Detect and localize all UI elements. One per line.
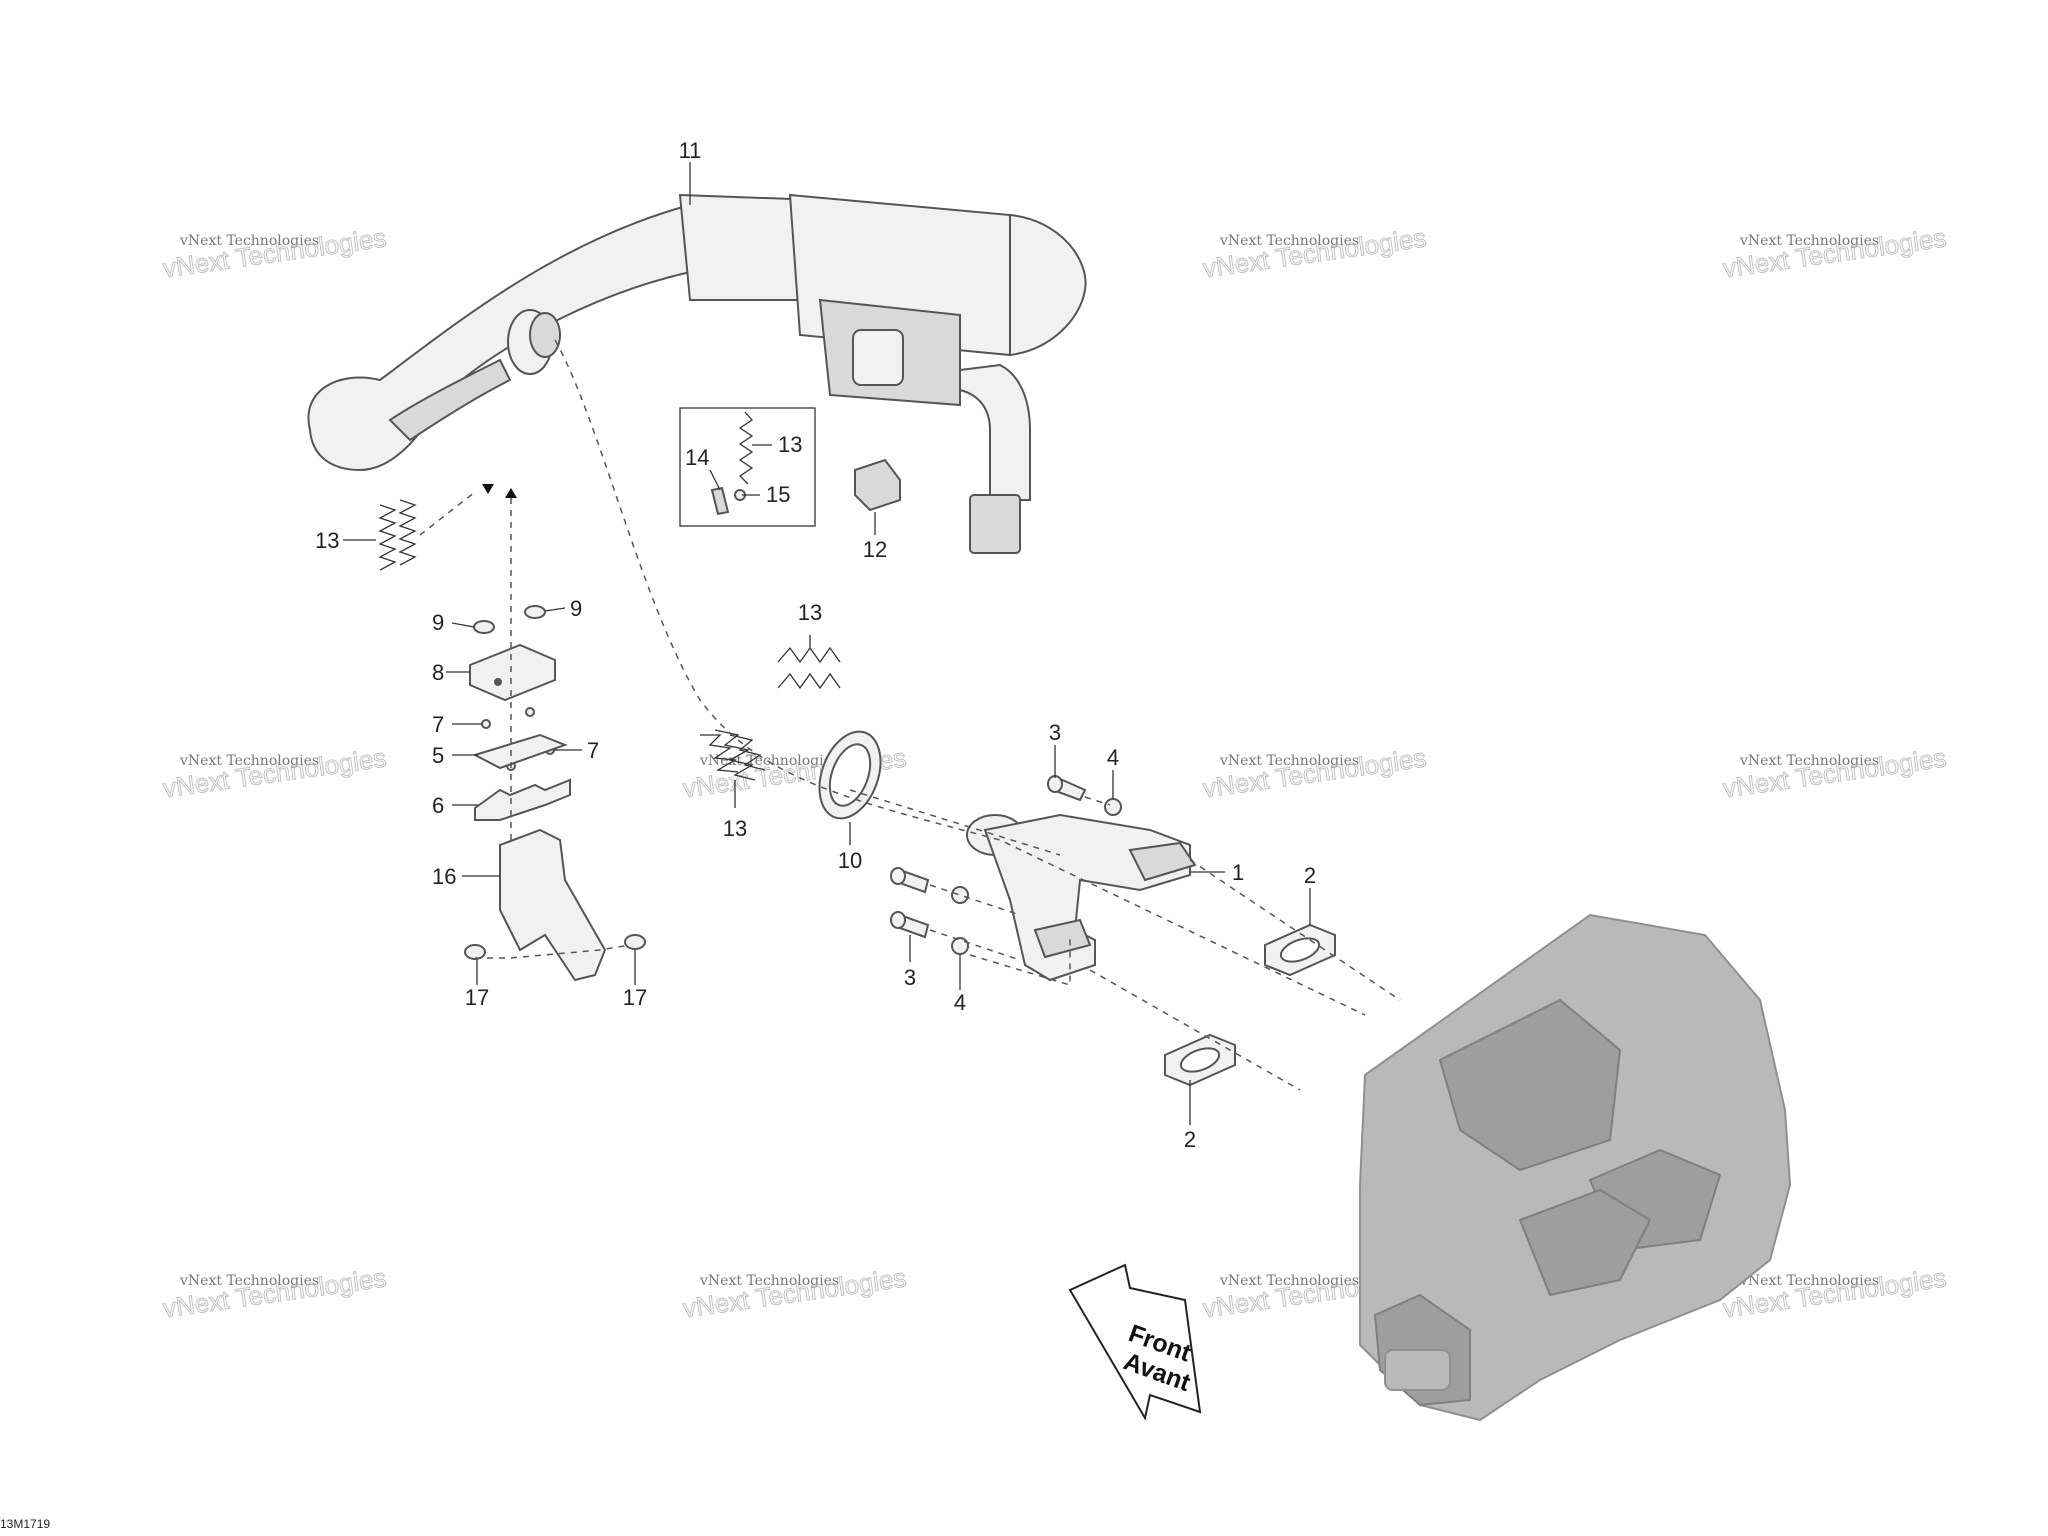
gaskets xyxy=(1164,923,1336,1087)
inset-box xyxy=(679,407,816,527)
callout-9-right: 9 xyxy=(570,596,582,621)
watermark-text: vNext Technologies xyxy=(1219,233,1359,249)
callout-13-left: 13 xyxy=(315,528,339,553)
watermark-text: vNext Technologies xyxy=(1739,1273,1879,1289)
watermark-outline: vNext Technologies xyxy=(1721,742,1948,803)
watermark-outline: vNext Technologies xyxy=(681,1262,908,1323)
callout-1: 1 xyxy=(1232,860,1244,885)
watermark-outline: vNext Technologies xyxy=(1721,222,1948,283)
callout-7-left: 7 xyxy=(432,712,444,737)
rubber-damper xyxy=(854,458,901,512)
watermark-outline: vNext Technologies xyxy=(161,742,388,803)
springs-13-mid xyxy=(777,646,841,690)
watermark-text: vNext Technologies xyxy=(1219,1273,1359,1289)
callout-13-inset: 13 xyxy=(778,432,802,457)
callout-17-left: 17 xyxy=(465,985,489,1010)
spring-13-left xyxy=(378,499,417,571)
watermark-text: vNext Technologies xyxy=(1219,753,1359,769)
muffler-pipe xyxy=(307,193,1087,554)
callout-2-bottom: 2 xyxy=(1184,1127,1196,1152)
callout-12: 12 xyxy=(863,537,887,562)
assembly-leaders xyxy=(419,339,1401,1091)
callout-3-top: 3 xyxy=(1049,720,1061,745)
callout-labels: 11 13 14 15 12 13 9 9 8 7 7 5 6 16 17 17… xyxy=(315,138,1316,1152)
callout-4-top: 4 xyxy=(1107,745,1119,770)
sealing-ring xyxy=(818,730,882,820)
springs-13-lower xyxy=(700,729,766,781)
watermark-outline: vNext Technologies xyxy=(161,1262,388,1323)
watermark-outline: vNext Technologies xyxy=(1201,222,1428,283)
watermark-text: vNext Technologies xyxy=(1739,753,1879,769)
callout-14: 14 xyxy=(685,445,709,470)
watermark-text: vNext Technologies xyxy=(1739,233,1879,249)
callout-8: 8 xyxy=(432,660,444,685)
callout-13-mid: 13 xyxy=(798,600,822,625)
watermark-text: vNext Technologies xyxy=(179,753,319,769)
callout-16: 16 xyxy=(432,864,456,889)
bracket-stack xyxy=(464,605,646,982)
callout-2-right: 2 xyxy=(1304,863,1316,888)
callout-17-right: 17 xyxy=(623,985,647,1010)
bolts-and-washers xyxy=(890,775,1122,955)
watermark-text: vNext Technologies xyxy=(699,1273,839,1289)
marker-triangle-up xyxy=(505,488,517,498)
exhaust-manifold xyxy=(966,813,1197,982)
callout-15: 15 xyxy=(766,482,790,507)
callout-11: 11 xyxy=(679,138,702,163)
watermark-text: vNext Technologies xyxy=(179,1273,319,1289)
callout-13-springs: 13 xyxy=(723,816,747,841)
callout-4-bottom: 4 xyxy=(954,990,966,1015)
watermark-text: vNext Technologies xyxy=(179,233,319,249)
watermark-outline: vNext Technologies xyxy=(161,222,388,283)
callout-10: 10 xyxy=(838,848,862,873)
callout-9-left: 9 xyxy=(432,610,444,635)
callout-7-right: 7 xyxy=(587,738,599,763)
watermark-outline: vNext Technologies xyxy=(1201,742,1428,803)
callout-6: 6 xyxy=(432,793,444,818)
callout-3-bottom: 3 xyxy=(904,965,916,990)
callout-5: 5 xyxy=(432,743,444,768)
diagram-code: 13M1719 xyxy=(0,1517,51,1531)
front-direction-arrow: Front Avant xyxy=(1068,1263,1202,1421)
marker-triangle-down xyxy=(482,484,494,494)
callout-leaders xyxy=(343,162,1311,1125)
engine-block xyxy=(1359,913,1792,1422)
